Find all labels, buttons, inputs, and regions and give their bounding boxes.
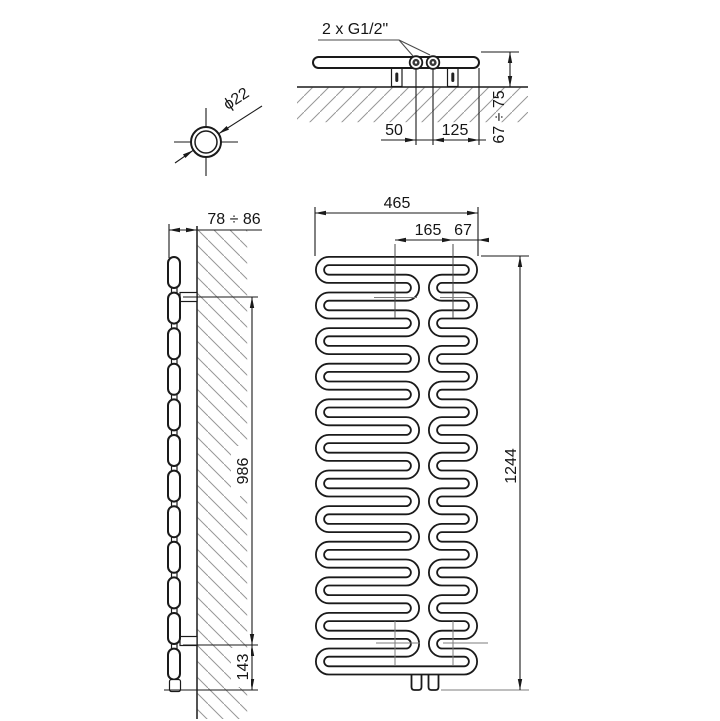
connection-fitting-right bbox=[425, 55, 441, 70]
connection-size-label: 2 x G1/2" bbox=[322, 21, 388, 38]
label-backing bbox=[231, 648, 251, 687]
connection-fitting-left bbox=[408, 55, 424, 70]
radiator-tube-plan bbox=[312, 56, 480, 69]
wall-hatching-plan bbox=[297, 87, 528, 123]
bracket-left-slot bbox=[395, 72, 399, 82]
dim-label-tube-diameter: ϕ22 bbox=[221, 85, 253, 114]
label-backing bbox=[231, 446, 251, 496]
bracket-right-slot bbox=[451, 72, 455, 82]
dim-label-connection-spacing: 50 bbox=[385, 122, 403, 139]
leader-line-2 bbox=[398, 39, 431, 56]
side-view: 78 ÷ 86 986 143 bbox=[164, 211, 262, 719]
dim-label-bracket-to-bottom: 143 bbox=[235, 654, 252, 681]
tube-inner-circle bbox=[194, 130, 218, 154]
bottom-stub-side bbox=[168, 678, 182, 693]
top-view: 2 x G1/2" 50 125 67 ÷ 75 bbox=[297, 21, 528, 145]
dim-label-connection-to-edge: 125 bbox=[442, 122, 469, 139]
bottom-stub-left bbox=[410, 671, 423, 691]
dim-label-height: 1244 bbox=[503, 448, 520, 484]
radiator-tube-column-side bbox=[167, 256, 181, 681]
dim-label-bracket-to-edge: 67 bbox=[454, 222, 472, 239]
dim-label-wall-distance: 67 ÷ 75 bbox=[491, 90, 508, 143]
dim-label-width: 465 bbox=[384, 195, 411, 212]
dim-label-bracket-span: 986 bbox=[235, 458, 252, 485]
leader-line-1 bbox=[398, 39, 414, 57]
dim-label-wall-clearance: 78 ÷ 86 bbox=[207, 211, 260, 228]
radiator-serpentine-bore bbox=[316, 257, 477, 674]
radiator-serpentine-outline bbox=[315, 256, 478, 676]
front-view: 465 165 67 1244 bbox=[314, 195, 529, 691]
bottom-stub-right bbox=[427, 671, 440, 691]
dim-label-bracket-spacing: 165 bbox=[415, 222, 442, 239]
tube-cross-section-detail: ϕ22 bbox=[174, 85, 263, 176]
bracket-lower-side bbox=[179, 635, 198, 647]
